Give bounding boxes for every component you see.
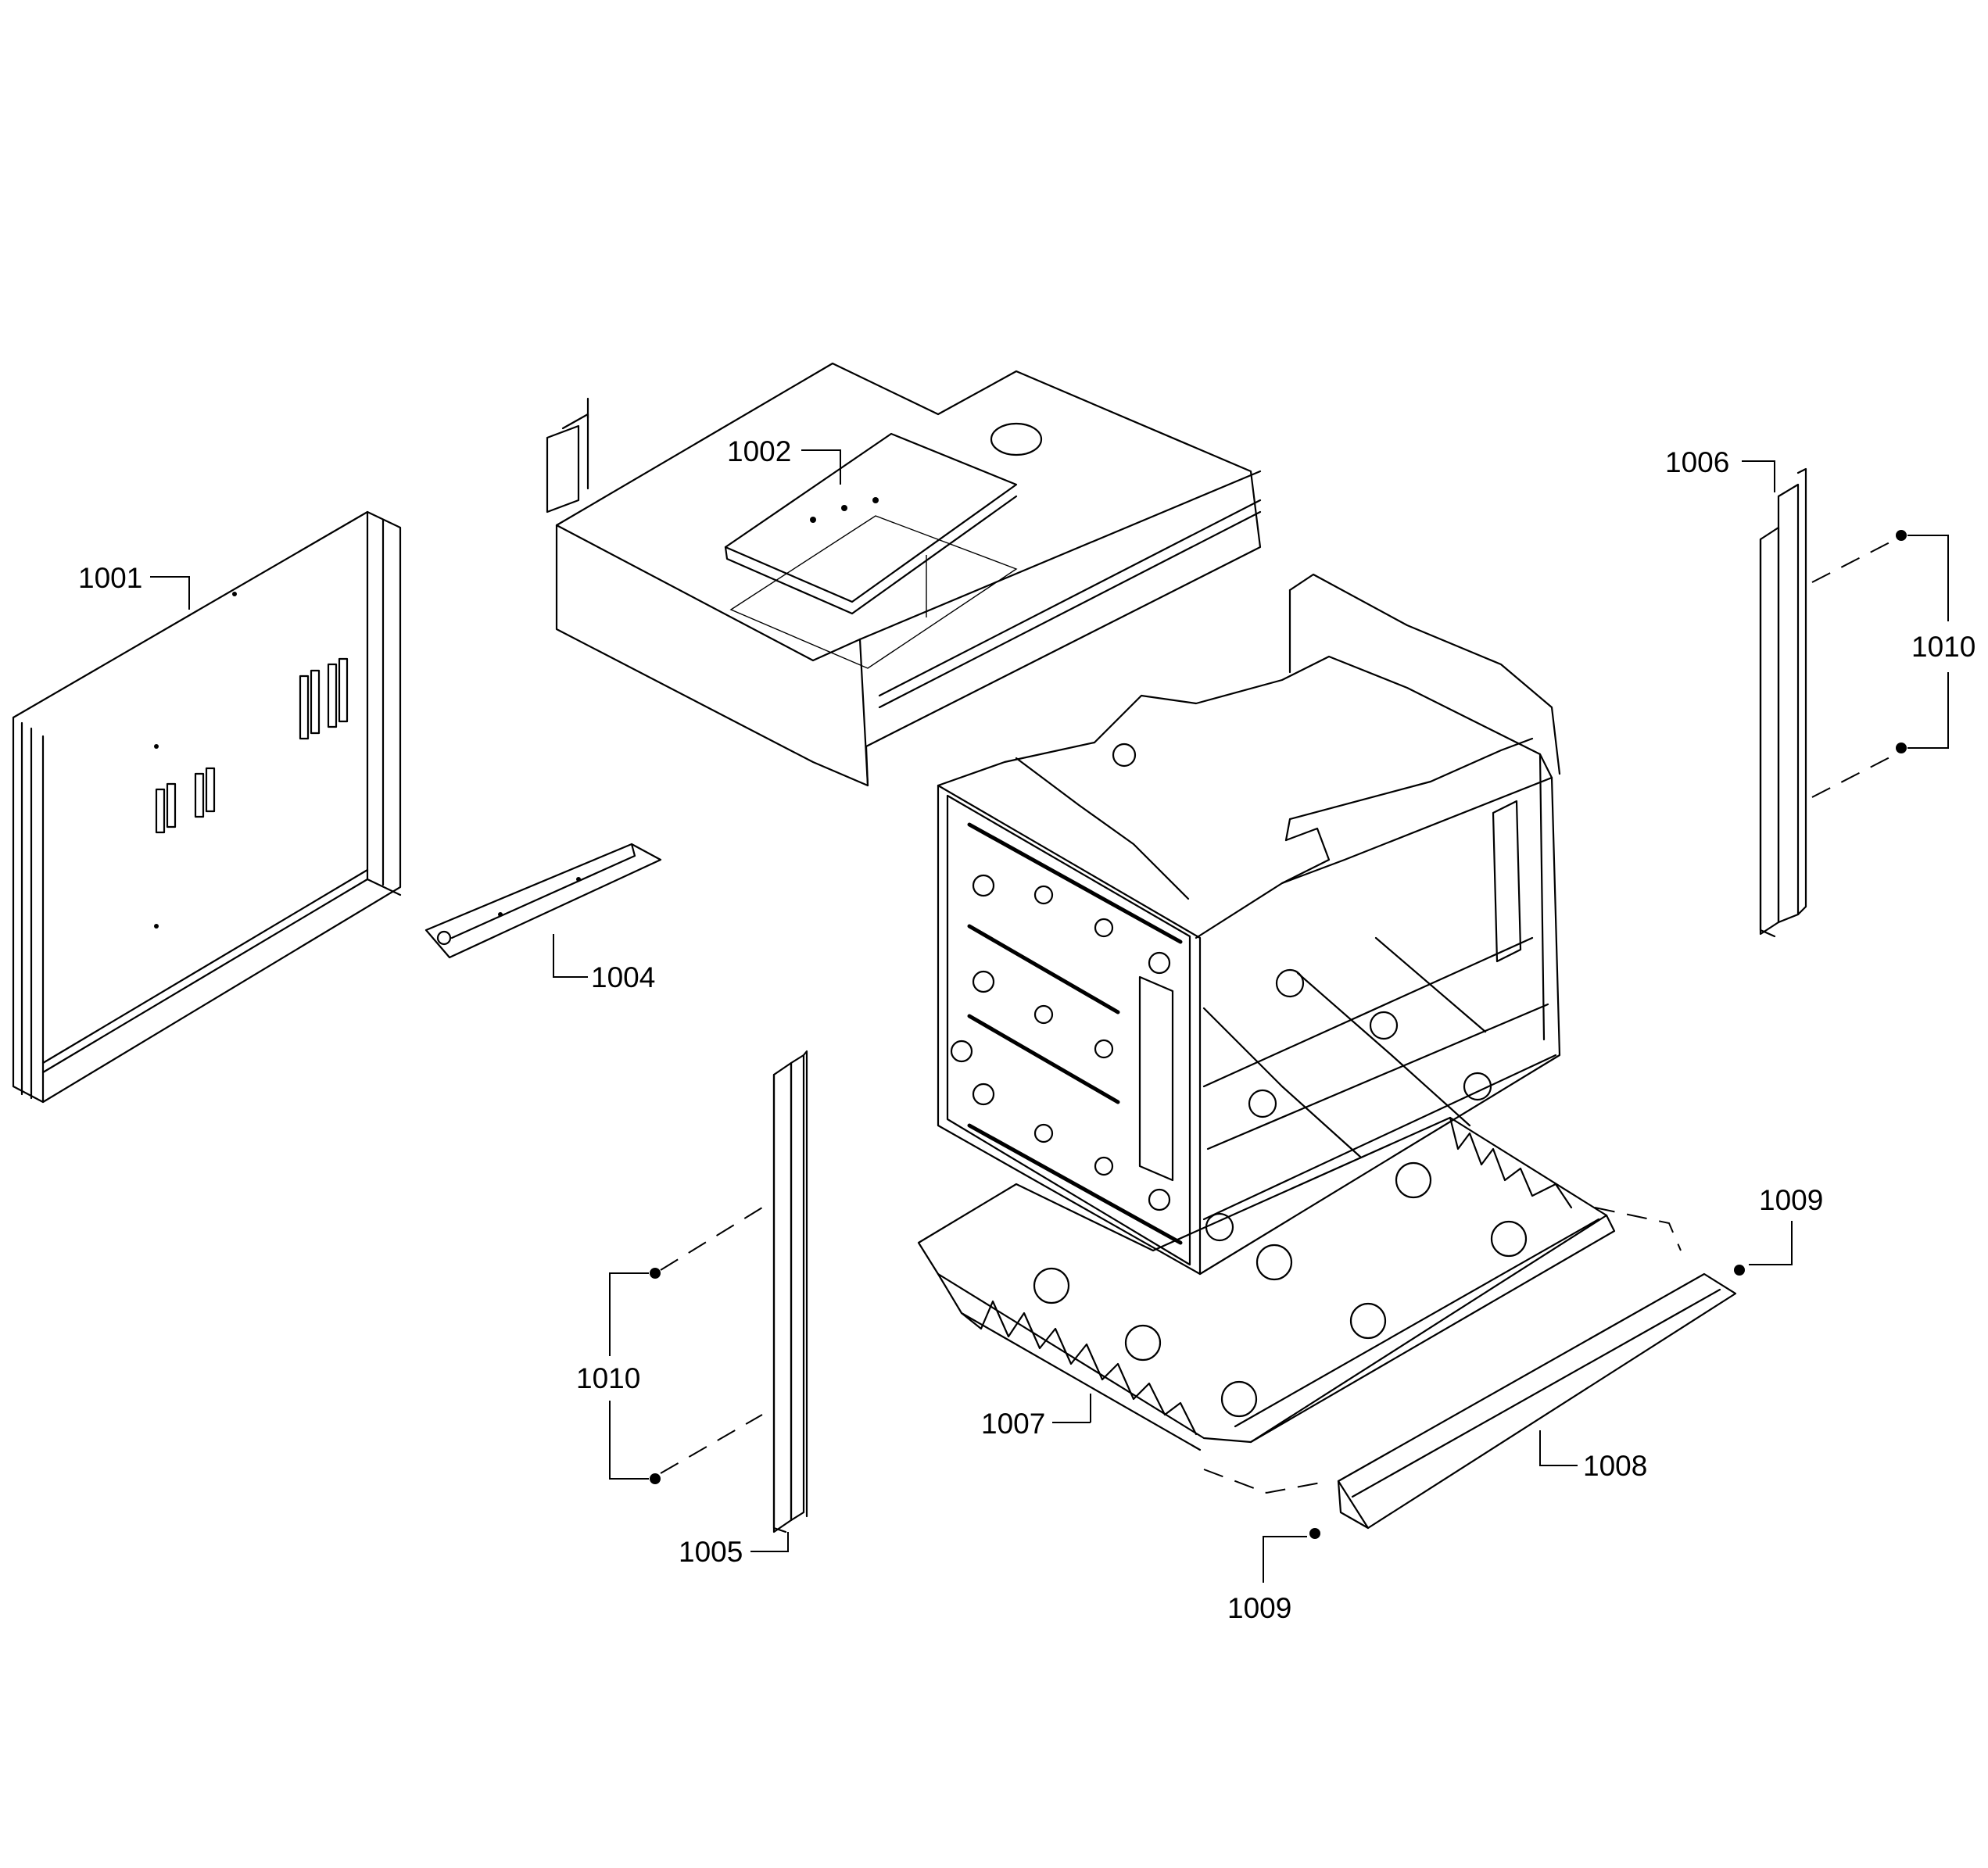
vent-slots [155, 657, 349, 834]
oven-cavity-frame [937, 573, 1561, 1276]
part-1006-side-strip [1759, 467, 1897, 938]
callout-1002: 1002 [727, 435, 841, 485]
callout-1009-top: 1009 [1749, 1184, 1823, 1265]
callout-1010-right: 1010 [1896, 530, 1975, 753]
callout-1009-bottom: 1009 [1227, 1536, 1307, 1624]
callout-1005: 1005 [679, 1532, 789, 1568]
part-1005-side-strip [660, 1050, 808, 1533]
part-1007-bottom-pan [917, 1116, 1616, 1451]
screw-icon [1309, 1528, 1320, 1539]
part-1009-screw-top [1734, 1265, 1745, 1276]
callout-1004: 1004 [553, 934, 655, 993]
screw-icon [650, 1473, 661, 1484]
screw-icon [650, 1268, 661, 1279]
label-1008: 1008 [1583, 1450, 1647, 1482]
callout-1010-left: 1010 [576, 1268, 661, 1484]
screw-icon [1896, 530, 1907, 541]
callout-1007: 1007 [981, 1394, 1091, 1440]
part-1009-screw-bottom [1309, 1528, 1320, 1539]
label-1007: 1007 [981, 1408, 1045, 1440]
label-1006: 1006 [1665, 446, 1729, 478]
part-1001-side-panel [12, 510, 402, 1104]
label-1002: 1002 [727, 435, 791, 467]
label-1010-right: 1010 [1911, 631, 1975, 663]
screw-icon [1734, 1265, 1745, 1276]
callout-1008: 1008 [1539, 1430, 1647, 1482]
screw-icon [1896, 743, 1907, 753]
label-1010-left: 1010 [576, 1362, 640, 1394]
label-1005: 1005 [679, 1536, 743, 1568]
label-1004: 1004 [591, 961, 655, 993]
callout-1006: 1006 [1665, 446, 1775, 492]
part-1008-bottom-trim [1203, 1207, 1737, 1530]
label-1009-bottom: 1009 [1227, 1592, 1291, 1624]
callout-1001: 1001 [78, 562, 190, 610]
label-1009-top: 1009 [1759, 1184, 1823, 1216]
part-1004-bracket [424, 843, 662, 959]
part-1002-top-panel [546, 362, 1262, 787]
label-1001: 1001 [78, 562, 142, 594]
